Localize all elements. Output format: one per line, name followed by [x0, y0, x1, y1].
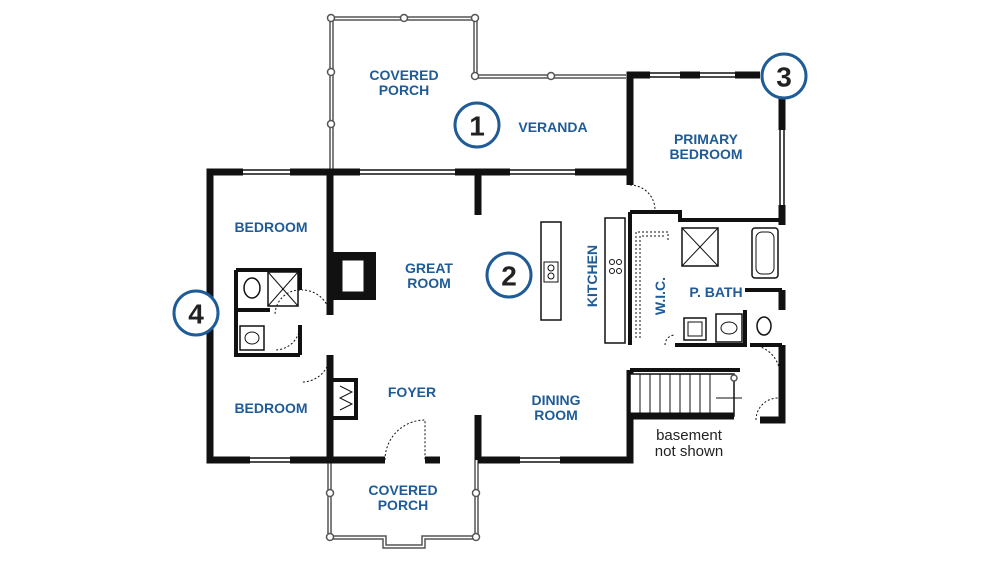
- label-covered-porch-bottom-2: PORCH: [378, 497, 429, 513]
- interior-walls: [234, 172, 782, 460]
- label-kitchen: KITCHEN: [584, 245, 600, 307]
- label-bedroom-bottom: BEDROOM: [234, 400, 307, 416]
- marker-1-number: 1: [469, 111, 485, 142]
- label-foyer: FOYER: [388, 384, 436, 400]
- foyer-closet: [333, 378, 358, 420]
- label-covered-porch-bottom-1: COVERED: [368, 482, 437, 498]
- staircase: [629, 373, 742, 420]
- label-bedroom-top: BEDROOM: [234, 219, 307, 235]
- label-great-room-2: ROOM: [407, 275, 451, 291]
- marker-4: 4: [172, 289, 220, 337]
- marker-1: 1: [453, 101, 501, 149]
- label-covered-porch-top-2: PORCH: [379, 82, 430, 98]
- bath-fixtures: [239, 227, 779, 351]
- label-p-bath: P. BATH: [689, 284, 742, 300]
- marker-3: 3: [760, 52, 808, 100]
- note-basement-2: not shown: [655, 443, 723, 460]
- marker-2-number: 2: [501, 261, 517, 292]
- kitchen-counters: [540, 217, 626, 344]
- note-basement-1: basement: [656, 427, 723, 444]
- label-dining-room-1: DINING: [532, 392, 581, 408]
- marker-4-number: 4: [188, 299, 204, 330]
- door-swings: [274, 184, 781, 461]
- bottom-porch-railing: [325, 460, 481, 549]
- label-primary-bedroom-2: BEDROOM: [669, 146, 742, 162]
- top-porch-railing: [326, 13, 626, 172]
- label-primary-bedroom-1: PRIMARY: [674, 131, 739, 147]
- label-wic: W.I.C.: [652, 277, 668, 315]
- label-covered-porch-top-1: COVERED: [369, 67, 438, 83]
- label-veranda: VERANDA: [518, 119, 587, 135]
- marker-3-number: 3: [776, 62, 792, 93]
- fireplace: [332, 252, 376, 300]
- label-dining-room-2: ROOM: [534, 407, 578, 423]
- label-great-room-1: GREAT: [405, 260, 453, 276]
- marker-2: 2: [485, 251, 533, 299]
- wic-shelving: [635, 227, 719, 338]
